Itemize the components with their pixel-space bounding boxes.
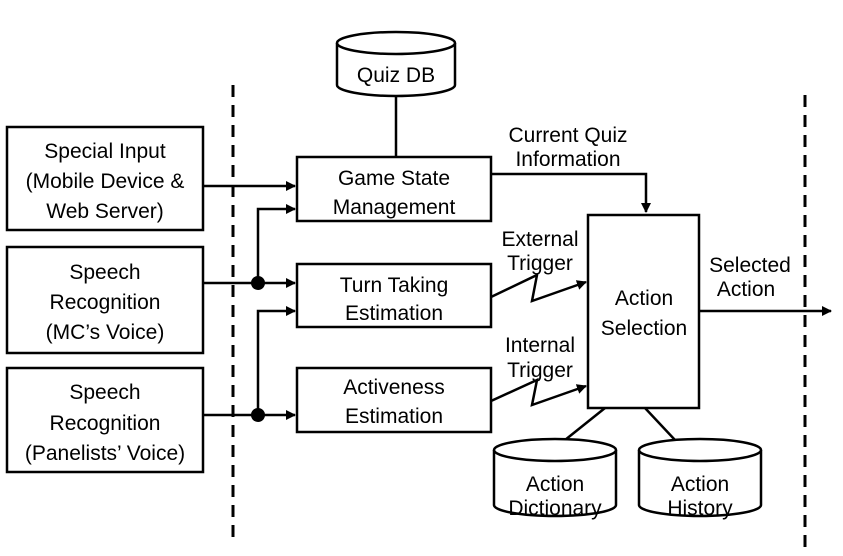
internal-trigger-label-line-2: Trigger xyxy=(507,359,573,382)
turn-taking-line-1: Turn Taking xyxy=(340,274,449,297)
action-selection-box: Action Selection xyxy=(586,213,701,410)
action-dictionary-line-2: Dictionary xyxy=(508,497,602,520)
activeness-estimation-box: Activeness Estimation xyxy=(295,366,493,434)
action-dictionary-cylinder: Action Dictionary xyxy=(492,437,618,520)
special-input-line-1: Special Input xyxy=(44,140,166,163)
history-connector xyxy=(644,407,676,441)
dictionary-connector xyxy=(564,407,606,441)
speech-mc-line-3: (MC’s Voice) xyxy=(46,321,165,344)
game-state-line-1: Game State xyxy=(338,167,450,190)
external-trigger-label-line-2: Trigger xyxy=(507,252,573,275)
current-quiz-arrow xyxy=(491,172,651,213)
action-history-line-2: History xyxy=(667,497,733,520)
action-history-cylinder: Action History xyxy=(637,437,763,520)
selected-action-label-line-1: Selected xyxy=(709,254,791,277)
game-state-line-2: Management xyxy=(333,196,456,219)
activeness-line-1: Activeness xyxy=(343,376,445,399)
special-input-box: Special Input (Mobile Device & Web Serve… xyxy=(5,125,205,232)
action-dictionary-line-1: Action xyxy=(526,473,584,496)
speech-panel-line-2: Recognition xyxy=(50,412,161,435)
speech-panel-line-1: Speech xyxy=(69,381,140,404)
speech-mc-line-2: Recognition xyxy=(50,291,161,314)
internal-trigger-label-line-1: Internal xyxy=(505,334,575,357)
external-trigger-label-line-1: External xyxy=(501,228,578,251)
speech-recognition-panelists-box: Speech Recognition (Panelists’ Voice) xyxy=(5,366,205,474)
current-quiz-label-line-2: Information xyxy=(515,148,620,171)
speech-recognition-mc-box: Speech Recognition (MC’s Voice) xyxy=(5,245,205,355)
external-trigger-arrow xyxy=(490,272,587,303)
speech-mc-line-1: Speech xyxy=(69,261,140,284)
special-input-line-3: Web Server) xyxy=(46,200,163,223)
turn-taking-line-2: Estimation xyxy=(345,302,443,325)
turn-taking-estimation-box: Turn Taking Estimation xyxy=(295,262,493,329)
internal-trigger-arrow xyxy=(490,377,587,407)
speech-mc-to-game-state-arrow xyxy=(256,204,296,283)
speech-panel-to-turn-taking-arrow xyxy=(256,306,296,415)
quiz-db-label: Quiz DB xyxy=(357,64,435,87)
action-selection-line-2: Selection xyxy=(601,317,687,340)
special-input-line-2: (Mobile Device & xyxy=(26,170,185,193)
activeness-line-2: Estimation xyxy=(345,405,443,428)
current-quiz-label-line-1: Current Quiz xyxy=(508,124,627,147)
quiz-db-cylinder: Quiz DB xyxy=(335,30,457,98)
game-state-management-box: Game State Management xyxy=(295,155,493,223)
action-history-line-1: Action xyxy=(671,473,729,496)
speech-panel-line-3: (Panelists’ Voice) xyxy=(25,442,185,465)
selected-action-label-line-2: Action xyxy=(717,278,775,301)
action-selection-line-1: Action xyxy=(615,287,673,310)
